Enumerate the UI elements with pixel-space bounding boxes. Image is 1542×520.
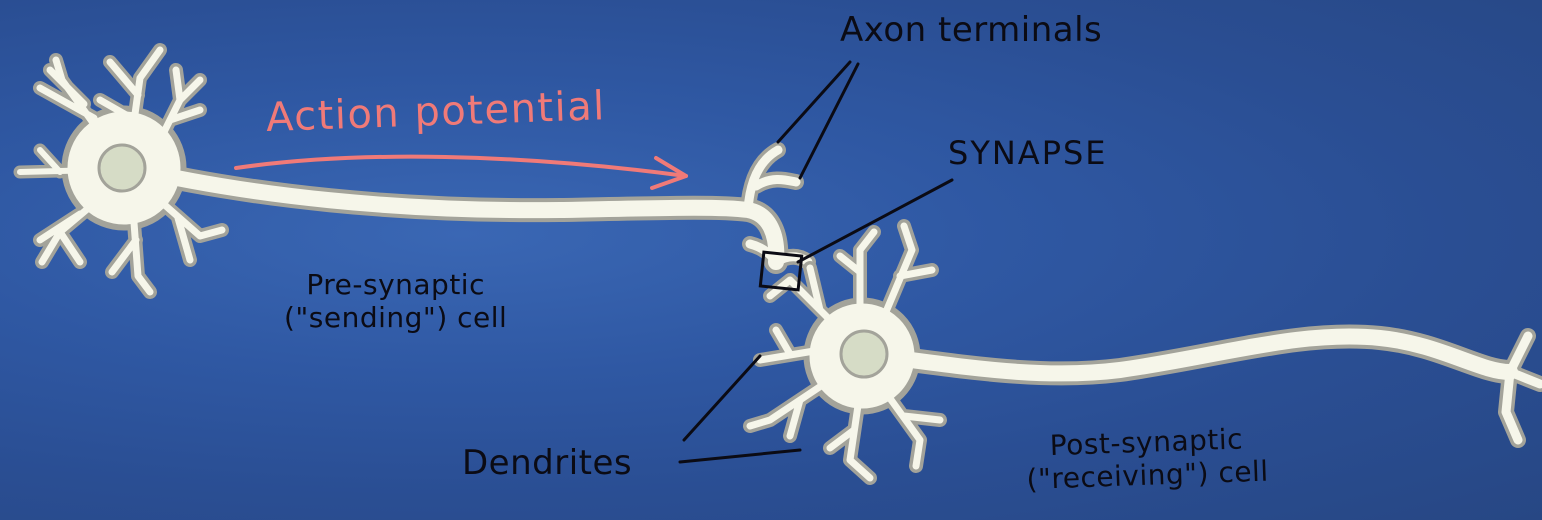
pre-synaptic-label-line1: Pre-synaptic	[284, 268, 507, 301]
dendrites-label: Dendrites	[462, 443, 632, 483]
post-synaptic-nucleus	[841, 331, 887, 377]
pre-synaptic-nucleus	[99, 145, 145, 191]
synapse-leader	[798, 180, 952, 262]
synapse-label: SYNAPSE	[948, 134, 1108, 172]
dendrite-leader-2	[680, 450, 800, 462]
post-synaptic-cell-label: Post-synaptic ("receiving") cell	[1025, 422, 1269, 496]
action-potential-arrow	[236, 157, 686, 188]
pre-synaptic-neuron	[20, 50, 808, 292]
axon-terminal-leader-2	[800, 64, 858, 178]
pre-synaptic-label-line2: ("sending") cell	[284, 301, 507, 334]
axon-terminals-label: Axon terminals	[840, 10, 1102, 50]
pre-synaptic-cell-label: Pre-synaptic ("sending") cell	[284, 268, 507, 334]
